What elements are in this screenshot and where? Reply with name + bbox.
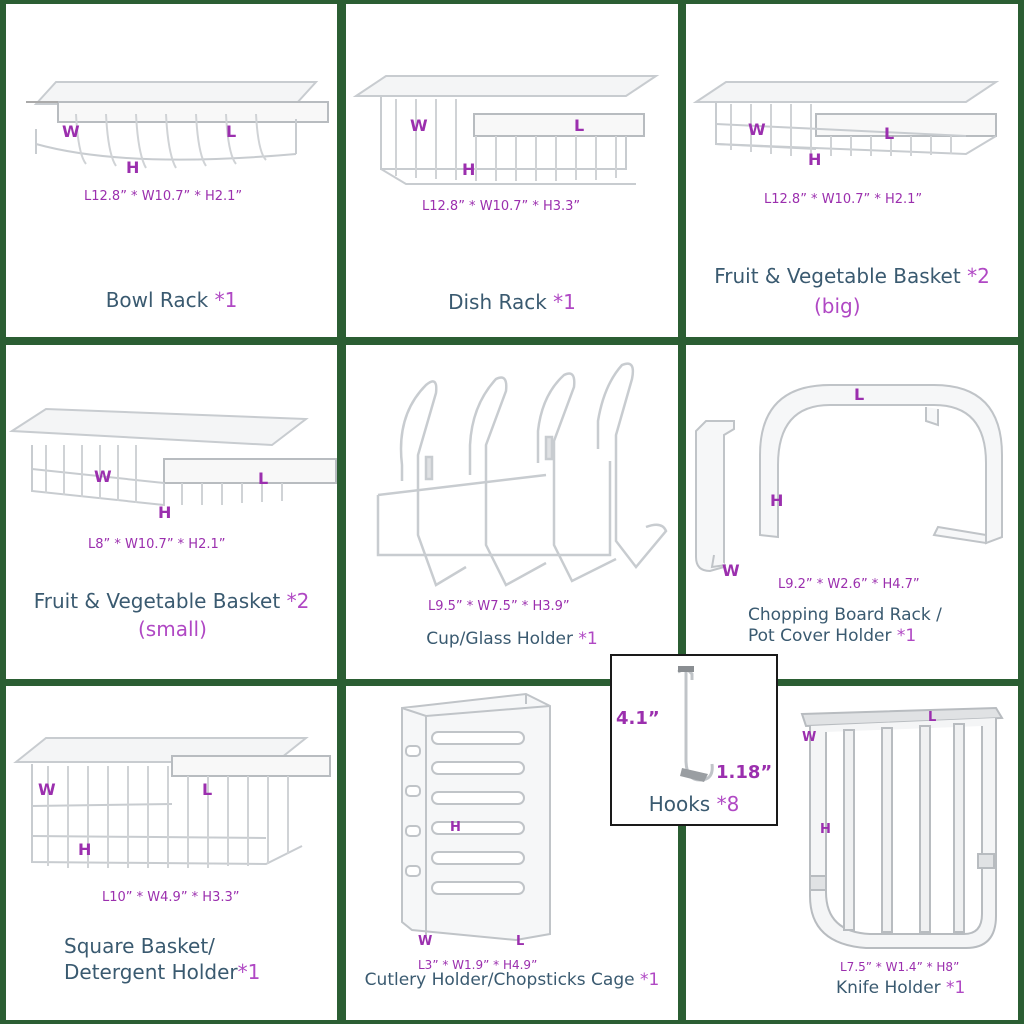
item-qty: *1 — [237, 960, 261, 984]
panel-fruit-basket-small: W L H L8” * W10.7” * H2.1” Fruit & Veget… — [6, 345, 337, 679]
panel-chopping-board-rack: L H W L9.2” * W2.6” * H4.7” Chopping Boa… — [686, 345, 1018, 679]
label-l: L — [202, 780, 213, 799]
cup-holder-illustration — [376, 362, 668, 587]
label-h: H — [770, 491, 784, 510]
panel-bowl-rack: W L H L12.8” * W10.7” * H2.1” Bowl Rack … — [6, 4, 337, 337]
panel-cup-holder: L9.5” * W7.5” * H3.9” Cup/Glass Holder *… — [346, 345, 678, 679]
hook-illustration — [677, 666, 714, 782]
label-w: W — [722, 561, 740, 580]
panel-square-basket: W L H L10” * W4.9” * H3.3” Square Basket… — [6, 686, 337, 1020]
item-name: Dish Rack — [448, 290, 547, 314]
item-qty: *8 — [716, 792, 740, 816]
item-name: Detergent Holder — [64, 960, 238, 984]
fruit-basket-big-illustration — [692, 81, 1000, 156]
item-size: (big) — [814, 294, 861, 318]
label-h: H — [820, 822, 831, 837]
item-title-line1: Chopping Board Rack / — [748, 605, 942, 625]
label-l: L — [854, 385, 865, 404]
label-h: H — [808, 150, 822, 169]
label-h: H — [450, 820, 461, 835]
item-name: Bowl Rack — [105, 288, 209, 312]
label-w: W — [38, 780, 56, 799]
hook-height-dim: 4.1” — [616, 708, 660, 729]
label-h: H — [126, 158, 140, 177]
dimensions: L12.8” * W10.7” * H2.1” — [764, 192, 923, 207]
fruit-basket-small-illustration — [8, 407, 337, 507]
item-title-line1: Square Basket/ — [64, 934, 215, 958]
chopping-board-rack-illustration — [695, 384, 1003, 573]
label-w: W — [748, 120, 766, 139]
item-title: Knife Holder *1 — [836, 978, 965, 998]
label-l: L — [516, 934, 525, 949]
knife-holder-illustration — [800, 706, 1004, 949]
item-name: Hooks — [648, 792, 711, 816]
item-name: Pot Cover Holder — [748, 626, 892, 646]
item-qty: *1 — [639, 970, 660, 990]
item-title: Fruit & Vegetable Basket *2 — [6, 589, 337, 613]
item-name: Cup/Glass Holder — [426, 629, 573, 649]
label-l: L — [574, 116, 585, 135]
square-basket-illustration — [13, 737, 331, 868]
item-qty: *1 — [214, 288, 238, 312]
item-qty: *1 — [578, 629, 598, 649]
item-title: Cup/Glass Holder *1 — [346, 629, 678, 649]
label-h: H — [158, 503, 172, 522]
label-w: W — [802, 730, 817, 745]
item-qty: *1 — [946, 978, 966, 998]
dimensions: L3” * W1.9” * H4.9” — [418, 958, 538, 972]
item-title: Bowl Rack *1 — [6, 288, 337, 312]
item-name: Cutlery Holder/Chopsticks Cage — [364, 970, 635, 990]
panel-hooks: 4.1” 1.18” Hooks *8 — [610, 654, 778, 826]
dimensions: L10” * W4.9” * H3.3” — [102, 890, 240, 905]
item-title: Fruit & Vegetable Basket *2 — [686, 264, 1018, 288]
item-title: Cutlery Holder/Chopsticks Cage *1 — [346, 970, 678, 990]
dimensions: L9.5” * W7.5” * H3.9” — [428, 599, 570, 614]
label-w: W — [410, 116, 428, 135]
cutlery-holder-illustration — [401, 692, 551, 942]
item-title: Hooks *8 — [612, 792, 776, 816]
item-qty: *2 — [967, 264, 990, 288]
item-qty: *1 — [896, 626, 917, 646]
dimensions: L12.8” * W10.7” * H3.3” — [422, 199, 581, 214]
item-name: Knife Holder — [836, 978, 941, 998]
item-name: Fruit & Vegetable Basket — [714, 264, 961, 288]
panel-fruit-basket-big: W L H L12.8” * W10.7” * H2.1” Fruit & Ve… — [686, 4, 1018, 337]
label-h: H — [462, 160, 476, 179]
dimensions: L7.5” * W1.4” * H8” — [840, 960, 960, 974]
label-w: W — [94, 467, 112, 486]
hook-width-dim: 1.18” — [716, 762, 773, 783]
dish-rack-illustration — [352, 75, 660, 185]
label-l: L — [258, 469, 269, 488]
dimensions: L8” * W10.7” * H2.1” — [88, 537, 226, 552]
item-qty: *2 — [286, 589, 310, 613]
bowl-rack-illustration — [26, 81, 329, 169]
item-title-line2: Detergent Holder*1 — [64, 960, 260, 984]
label-l: L — [884, 124, 895, 143]
label-h: H — [78, 840, 92, 859]
panel-dish-rack: W L H L12.8” * W10.7” * H3.3” Dish Rack … — [346, 4, 678, 337]
item-size: (small) — [138, 617, 207, 641]
label-l: L — [928, 710, 937, 725]
label-l: L — [226, 122, 237, 141]
label-w: W — [418, 934, 433, 949]
dimensions: L9.2” * W2.6” * H4.7” — [778, 577, 920, 592]
item-title: Dish Rack *1 — [346, 290, 678, 314]
label-w: W — [62, 122, 80, 141]
item-name: Fruit & Vegetable Basket — [33, 589, 281, 613]
item-title-line2: Pot Cover Holder *1 — [748, 626, 916, 646]
dimensions: L12.8” * W10.7” * H2.1” — [84, 189, 243, 204]
item-qty: *1 — [553, 290, 576, 314]
panel-knife-holder: W L H L7.5” * W1.4” * H8” Knife Holder *… — [686, 686, 1018, 1020]
